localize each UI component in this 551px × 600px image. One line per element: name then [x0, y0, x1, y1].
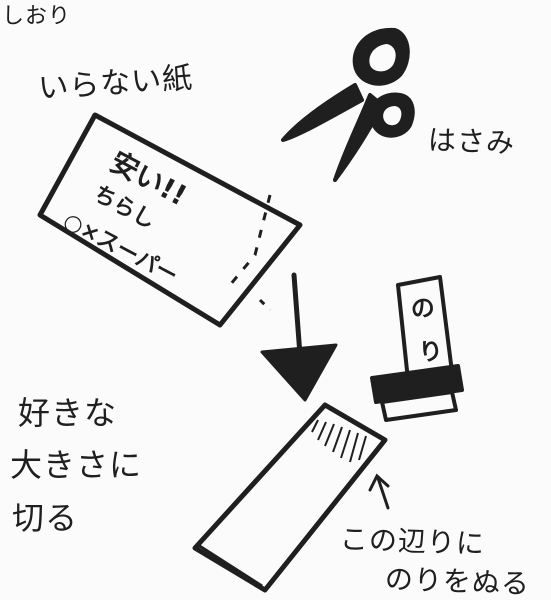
pointer-arrow-icon — [368, 473, 390, 510]
scissors-label: はさみ — [427, 123, 516, 160]
glue-instruction-line-2: のりをぬる — [384, 562, 531, 600]
cut-instruction-line-2: 大きさに — [10, 446, 143, 484]
flyer-line-3: ○×スーパー — [59, 208, 181, 289]
glue-instruction-line-1: この辺りに — [339, 522, 486, 561]
down-arrow-icon — [260, 272, 338, 402]
glue-stick-label-bottom: り — [417, 336, 445, 367]
page-title: しおり — [2, 4, 72, 29]
scissors-icon — [281, 27, 415, 182]
glue-stick-icon: の り — [370, 275, 464, 422]
cut-instruction-line-3: 切る — [12, 499, 79, 537]
glue-stick-label-top: の — [409, 293, 437, 324]
bookmark-icon — [192, 402, 388, 593]
cut-instruction-line-1: 好きな — [18, 394, 118, 432]
paper-flyer-icon: 安い!! ちらし ○×スーパー — [37, 112, 303, 328]
